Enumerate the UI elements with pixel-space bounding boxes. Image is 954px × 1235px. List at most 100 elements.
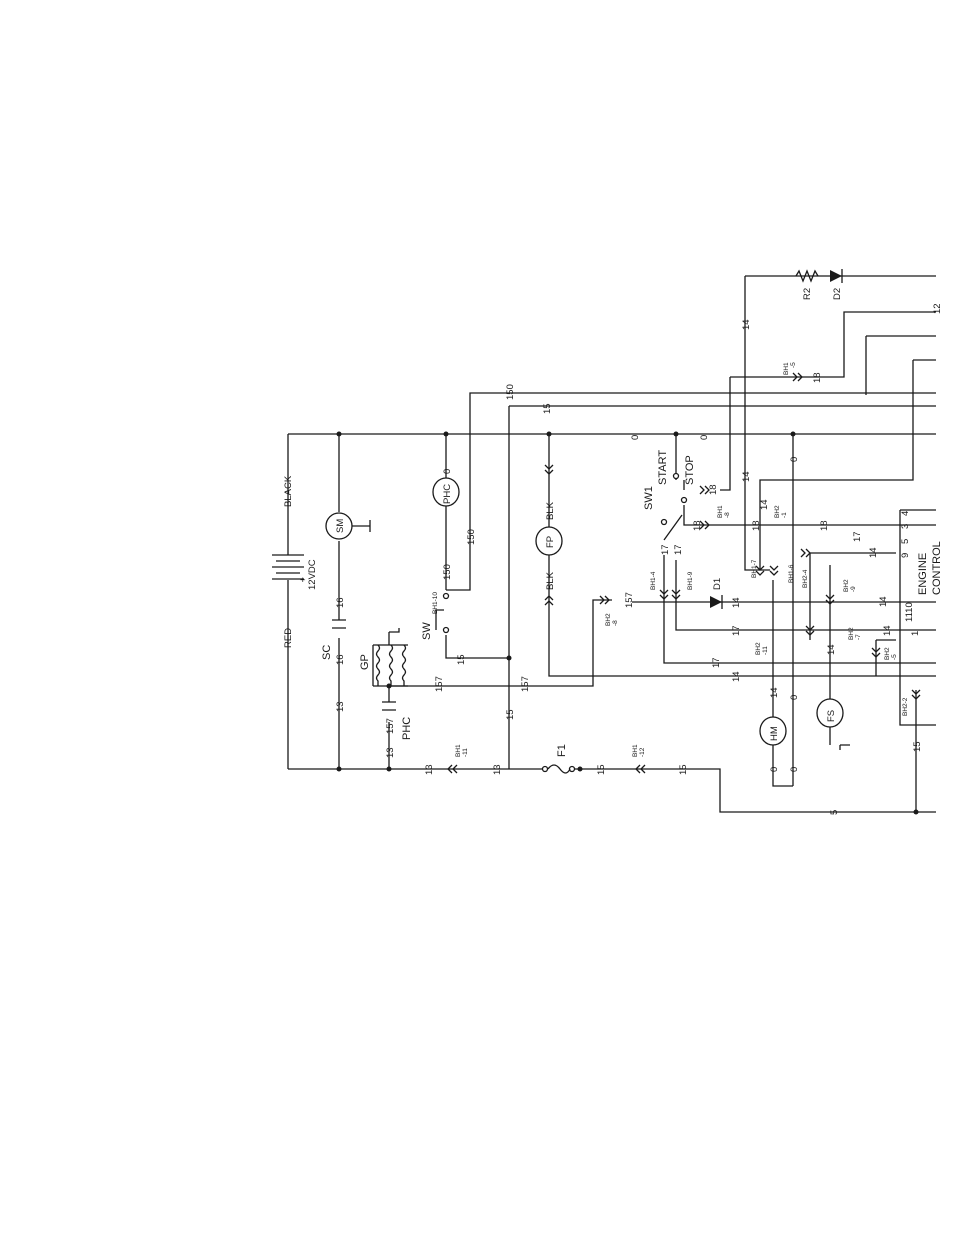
- resistor-r2: [795, 269, 819, 283]
- svg-text:0: 0: [442, 469, 453, 474]
- svg-text:17: 17: [660, 544, 671, 555]
- connector-chevrons: [447, 372, 921, 774]
- svg-text:0: 0: [789, 767, 800, 772]
- svg-text:BH1: BH1: [717, 505, 724, 518]
- svg-text:15: 15: [505, 709, 516, 720]
- switch-sw: [435, 592, 450, 634]
- fuel-solenoid: [816, 698, 850, 750]
- svg-text:0: 0: [630, 435, 641, 440]
- svg-text:BH1: BH1: [783, 362, 790, 375]
- diode-d2: [830, 269, 843, 283]
- svg-text:13: 13: [385, 747, 396, 758]
- svg-text:15: 15: [596, 764, 607, 775]
- d2-label: D2: [832, 288, 843, 300]
- svg-text:BH1-7: BH1-7: [751, 559, 758, 578]
- r2-label: R2: [802, 288, 813, 300]
- svg-text:BH2: BH2: [843, 579, 850, 592]
- svg-text:BH2-4: BH2-4: [802, 569, 809, 588]
- fuse-f1: [541, 764, 576, 774]
- svg-text:5: 5: [829, 810, 840, 815]
- stop-label: STOP: [684, 455, 696, 485]
- svg-text:17: 17: [852, 531, 863, 542]
- svg-text:-8: -8: [612, 620, 619, 626]
- battery-symbol: [272, 554, 304, 580]
- svg-text:4: 4: [900, 511, 911, 516]
- svg-text:13: 13: [424, 764, 435, 775]
- svg-text:-8: -8: [724, 512, 731, 518]
- svg-text:BH2-2: BH2-2: [902, 697, 909, 716]
- svg-text:14: 14: [741, 319, 752, 330]
- start-label: START: [657, 450, 669, 485]
- svg-text:-5: -5: [891, 654, 898, 660]
- svg-text:17: 17: [711, 657, 722, 668]
- svg-text:0: 0: [789, 695, 800, 700]
- svg-text:14: 14: [741, 471, 752, 482]
- fp-label: FP: [545, 536, 556, 548]
- starter-motor: [325, 512, 371, 540]
- engine-control-model: 1110: [904, 602, 915, 622]
- svg-text:157: 157: [624, 592, 635, 608]
- fs-label: FS: [826, 710, 837, 722]
- svg-text:0: 0: [769, 767, 780, 772]
- sm-label: SM: [335, 519, 346, 533]
- svg-text:14: 14: [882, 625, 893, 636]
- svg-text:14: 14: [878, 596, 889, 607]
- glow-plugs: [375, 644, 407, 686]
- sc-label: SC: [321, 645, 333, 660]
- svg-text:BH1: BH1: [632, 744, 639, 757]
- connector-labels: BH1 -11 BH1 -12 BH1-4 BH1-9 BH1 -8 BH1 -…: [455, 362, 909, 757]
- gp-label: GP: [359, 654, 371, 670]
- phc-capacitor-symbol: [382, 701, 396, 711]
- blk-wire-a: BLK: [545, 571, 556, 590]
- wires: [287, 275, 936, 813]
- svg-text:17: 17: [731, 625, 742, 636]
- diode-d1: [710, 595, 723, 609]
- phc-coil: [432, 477, 460, 507]
- svg-text:BH1-9: BH1-9: [687, 571, 694, 590]
- junction-dots: [336, 431, 919, 815]
- svg-text:12: 12: [932, 303, 943, 314]
- svg-text:13: 13: [335, 701, 346, 712]
- svg-text:BH2: BH2: [848, 627, 855, 640]
- svg-text:13: 13: [492, 764, 503, 775]
- svg-text:14: 14: [731, 671, 742, 682]
- svg-text:150: 150: [442, 564, 453, 580]
- svg-text:150: 150: [466, 529, 477, 545]
- engine-control-title-1: ENGINE: [917, 553, 929, 595]
- wire-number-labels: 16 16 13 13 157 13 13 15 15 157 157 0 15…: [335, 303, 943, 815]
- svg-text:15: 15: [542, 403, 553, 414]
- blk-wire-b: BLK: [545, 501, 556, 520]
- svg-text:14: 14: [759, 499, 770, 510]
- f1-label: F1: [556, 744, 568, 757]
- svg-text:18: 18: [692, 520, 703, 531]
- svg-text:15: 15: [912, 741, 923, 752]
- svg-text:BH2: BH2: [605, 613, 612, 626]
- svg-text:BH2: BH2: [755, 642, 762, 655]
- svg-text:9: 9: [900, 553, 911, 558]
- svg-text:14: 14: [826, 644, 837, 655]
- svg-text:15: 15: [678, 764, 689, 775]
- switch-sw1: [660, 472, 688, 526]
- svg-text:-5: -5: [790, 362, 797, 368]
- svg-text:18: 18: [708, 484, 719, 495]
- svg-text:BH1: BH1: [455, 744, 462, 757]
- svg-text:3: 3: [900, 524, 911, 529]
- svg-text:14: 14: [731, 597, 742, 608]
- engine-control-title-2: CONTROL: [931, 541, 943, 595]
- svg-text:157: 157: [434, 676, 445, 692]
- svg-text:BH1-4: BH1-4: [650, 571, 657, 590]
- battery-voltage: 12VDC: [307, 559, 318, 590]
- svg-text:BH1-6: BH1-6: [788, 564, 795, 583]
- hour-meter: [759, 716, 787, 746]
- svg-text:-11: -11: [462, 748, 469, 757]
- svg-text:16: 16: [335, 654, 346, 665]
- svg-text:-11: -11: [762, 646, 769, 655]
- engine-control: ENGINE CONTROL 1110 3 4 9 5 1: [900, 511, 943, 636]
- svg-text:BH2: BH2: [884, 647, 891, 660]
- svg-text:0: 0: [789, 457, 800, 462]
- svg-text:5: 5: [900, 539, 911, 544]
- svg-text:15: 15: [456, 654, 467, 665]
- phc-cap-label: PHC: [401, 717, 413, 740]
- phc-coil-label: PHC: [442, 484, 453, 504]
